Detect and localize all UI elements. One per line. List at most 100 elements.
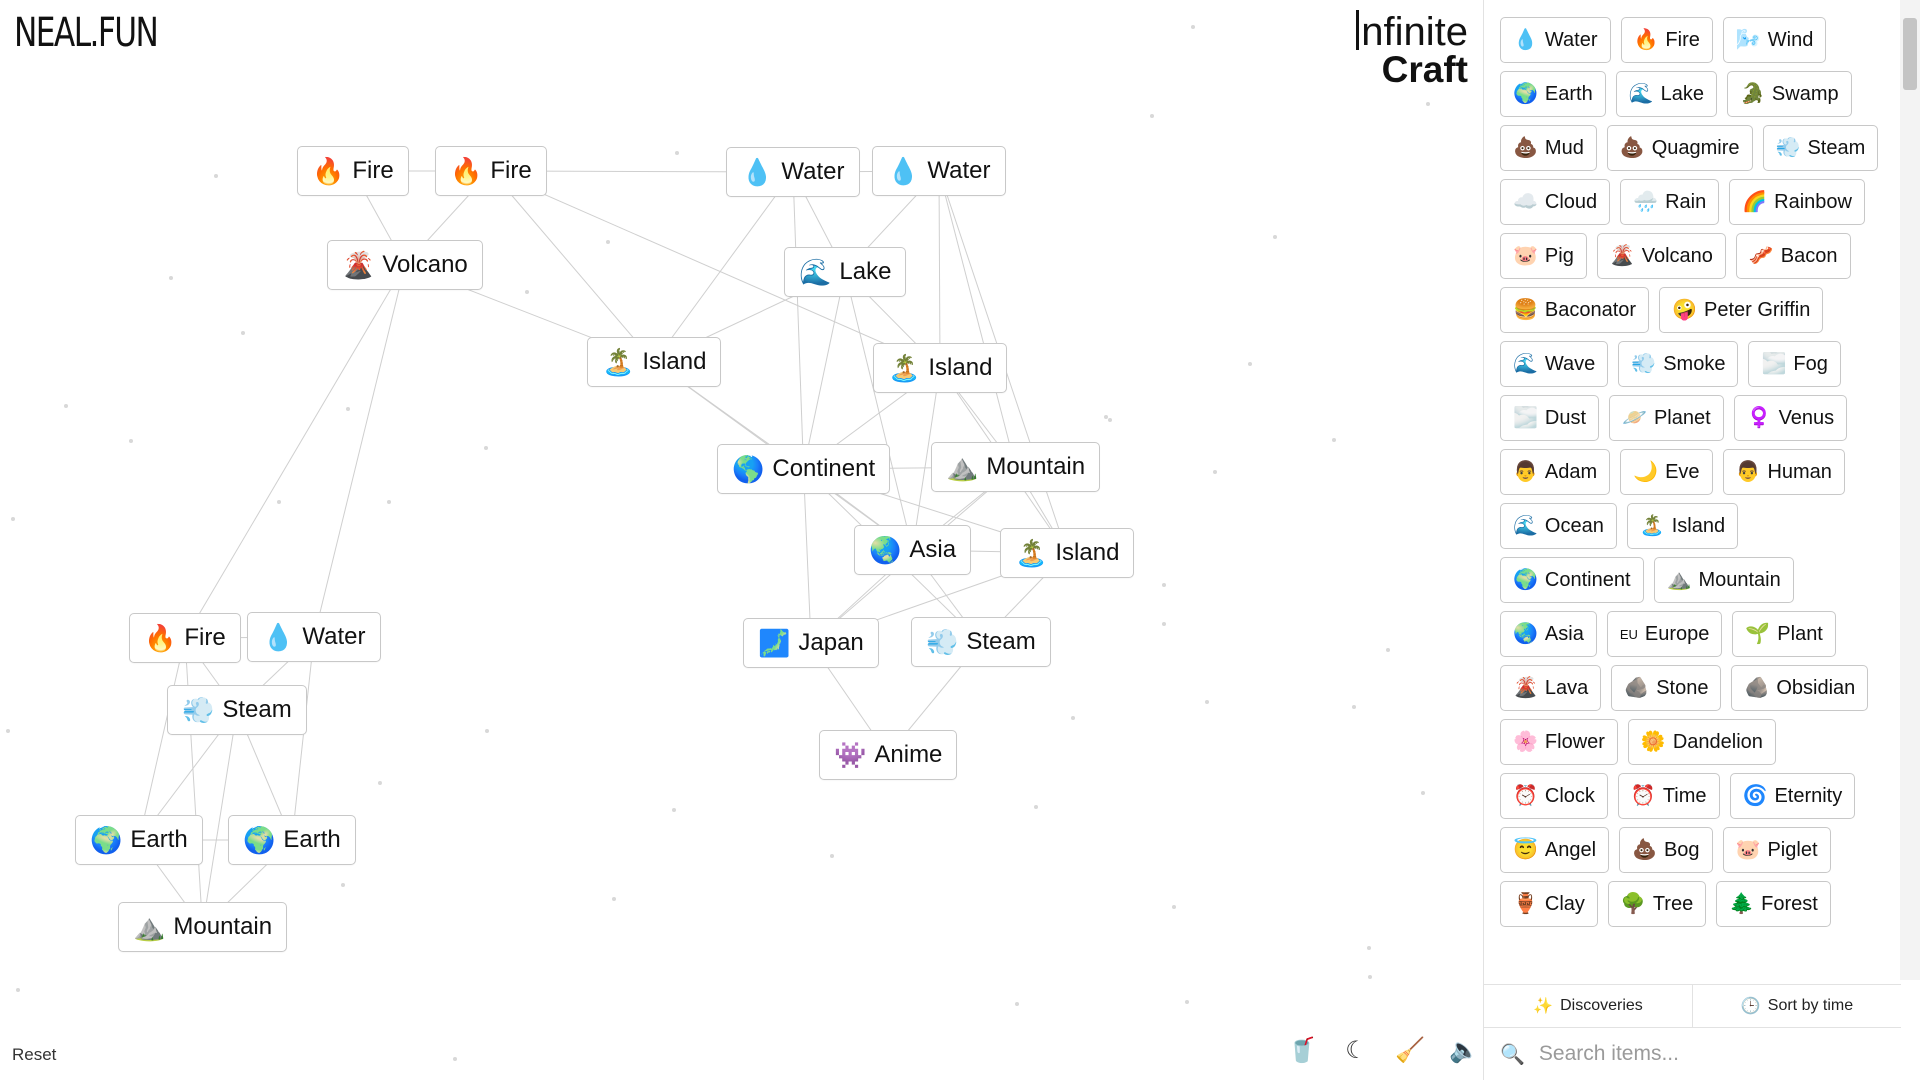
sidebar-item-time[interactable]: ⏰Time xyxy=(1617,773,1720,819)
sidebar-item-mountain[interactable]: ⛰️Mountain xyxy=(1653,557,1794,603)
sidebar-item-stone[interactable]: 🪨Stone xyxy=(1611,665,1722,711)
canvas-node-asia[interactable]: 🌏Asia xyxy=(854,525,972,575)
canvas-node-steam[interactable]: 💨Steam xyxy=(167,685,307,735)
search-input[interactable] xyxy=(1536,1041,1871,1067)
sidebar-item-piglet[interactable]: 🐷Piglet xyxy=(1722,827,1831,873)
canvas-node-island[interactable]: 🏝️Island xyxy=(873,343,1008,393)
canvas-node-water[interactable]: 💧Water xyxy=(726,147,860,197)
sidebar-item-water[interactable]: 💧Water xyxy=(1500,17,1611,63)
sidebar-item-flower[interactable]: 🌸Flower xyxy=(1500,719,1618,765)
sidebar-item-cloud[interactable]: ☁️Cloud xyxy=(1500,179,1611,225)
sidebar-item-swamp[interactable]: 🐊Swamp xyxy=(1727,71,1852,117)
scroll-thumb[interactable] xyxy=(1903,18,1917,90)
canvas-node-mountain[interactable]: ⛰️Mountain xyxy=(118,902,288,952)
item-label: Clay xyxy=(1544,892,1585,915)
speaker-icon[interactable]: 🔈 xyxy=(1449,1036,1479,1064)
sidebar-item-dandelion[interactable]: 🌼Dandelion xyxy=(1627,719,1776,765)
background-dot xyxy=(214,174,218,178)
sidebar-item-island[interactable]: 🏝️Island xyxy=(1626,503,1739,549)
sidebar-item-plant[interactable]: 🌱Plant xyxy=(1732,611,1836,657)
item-label: Volcano xyxy=(1641,244,1713,267)
discoveries-button[interactable]: ✨ Discoveries xyxy=(1484,985,1692,1027)
broom-icon[interactable]: 🧹 xyxy=(1395,1036,1425,1064)
element-icon: 🌫️ xyxy=(1761,353,1787,375)
sidebar-item-lava[interactable]: 🌋Lava xyxy=(1500,665,1602,711)
sidebar-item-tree[interactable]: 🌳Tree xyxy=(1607,881,1707,927)
sidebar-item-pig[interactable]: 🐷Pig xyxy=(1500,233,1587,279)
canvas-node-island[interactable]: 🏝️Island xyxy=(1000,528,1135,578)
element-icon: 🏺 xyxy=(1513,893,1538,915)
sidebar-item-dust[interactable]: 🌫️Dust xyxy=(1500,395,1600,441)
canvas-node-fire[interactable]: 🔥Fire xyxy=(435,146,547,196)
sidebar-item-adam[interactable]: 👨Adam xyxy=(1500,449,1611,495)
node-label: Earth xyxy=(283,826,341,853)
canvas-node-water[interactable]: 💧Water xyxy=(872,146,1006,196)
sidebar-item-quagmire[interactable]: 💩Quagmire xyxy=(1606,125,1753,171)
canvas-node-fire[interactable]: 🔥Fire xyxy=(129,613,241,663)
sidebar-item-ocean[interactable]: 🌊Ocean xyxy=(1500,503,1617,549)
sidebar-item-clock[interactable]: ⏰Clock xyxy=(1500,773,1608,819)
sidebar-item-human[interactable]: 👨Human xyxy=(1722,449,1845,495)
sidebar-item-bog[interactable]: 💩Bog xyxy=(1619,827,1713,873)
sidebar-item-fire[interactable]: 🔥Fire xyxy=(1620,17,1713,63)
sidebar-item-obsidian[interactable]: 🪨Obsidian xyxy=(1731,665,1869,711)
sidebar-item-volcano[interactable]: 🌋Volcano xyxy=(1596,233,1726,279)
canvas-node-earth[interactable]: 🌍Earth xyxy=(228,815,356,865)
connection-line xyxy=(184,264,406,639)
sidebar-item-clay[interactable]: 🏺 Clay xyxy=(1500,881,1598,927)
sidebar-item-forest[interactable]: 🌲Forest xyxy=(1716,881,1831,927)
sidebar-item-fog[interactable]: 🌫️Fog xyxy=(1748,341,1841,387)
sidebar-item-planet[interactable]: 🪐Planet xyxy=(1609,395,1724,441)
sidebar-item-asia[interactable]: 🌏Asia xyxy=(1500,611,1597,657)
item-label: Wind xyxy=(1767,28,1814,51)
sidebar-item-peter-griffin[interactable]: 🤪Peter Griffin xyxy=(1659,287,1824,333)
sidebar-item-bacon[interactable]: 🥓Bacon xyxy=(1735,233,1851,279)
sidebar-item-wind[interactable]: 🌬️Wind xyxy=(1722,17,1827,63)
sidebar-item-eternity[interactable]: 🌀Eternity xyxy=(1729,773,1856,819)
craft-canvas[interactable]: NEAL.FUN nfinite Craft 🔥Fire🔥Fire💧Water💧… xyxy=(0,0,1483,1080)
canvas-node-japan[interactable]: 🗾Japan xyxy=(743,618,879,668)
moon-icon[interactable]: ☾ xyxy=(1345,1036,1367,1064)
canvas-node-anime[interactable]: 👾Anime xyxy=(819,730,958,780)
item-label: Rainbow xyxy=(1774,190,1852,213)
item-label: Piglet xyxy=(1767,838,1818,861)
element-icon: 🌙 xyxy=(1633,461,1659,483)
item-label: Pig xyxy=(1544,244,1574,267)
canvas-node-island[interactable]: 🏝️Island xyxy=(587,337,722,387)
sidebar-item-smoke[interactable]: 💨Smoke xyxy=(1618,341,1739,387)
canvas-node-volcano[interactable]: 🌋Volcano xyxy=(327,240,483,290)
canvas-node-steam[interactable]: 💨Steam xyxy=(911,617,1051,667)
element-icon: 🐊 xyxy=(1740,83,1765,105)
canvas-node-earth[interactable]: 🌍Earth xyxy=(75,815,203,865)
sidebar-item-venus[interactable]: ♀️Venus xyxy=(1733,395,1848,441)
sidebar-item-continent[interactable]: 🌍Continent xyxy=(1500,557,1644,603)
sidebar-item-lake[interactable]: 🌊Lake xyxy=(1615,71,1717,117)
sidebar-item-angel[interactable]: 😇Angel xyxy=(1500,827,1610,873)
connection-line xyxy=(202,709,238,928)
scrollbar[interactable] xyxy=(1900,0,1920,980)
sort-by-time-button[interactable]: 🕒 Sort by time xyxy=(1692,985,1901,1027)
sidebar-item-baconator[interactable]: 🍔Baconator xyxy=(1500,287,1650,333)
sidebar-item-steam[interactable]: 💨Steam xyxy=(1762,125,1879,171)
canvas-node-continent[interactable]: 🌎Continent xyxy=(717,444,891,494)
canvas-node-mountain[interactable]: ⛰️Mountain xyxy=(931,442,1101,492)
sidebar-item-rainbow[interactable]: 🌈Rainbow xyxy=(1729,179,1865,225)
connection-line xyxy=(938,170,1016,468)
canvas-node-fire[interactable]: 🔥Fire xyxy=(297,146,409,196)
neal-fun-logo[interactable]: NEAL.FUN xyxy=(14,10,159,56)
item-label: Baconator xyxy=(1544,298,1637,321)
sidebar-item-eve[interactable]: 🌙Eve xyxy=(1620,449,1713,495)
background-dot xyxy=(453,1057,457,1061)
sidebar-item-wave[interactable]: 🌊Wave xyxy=(1500,341,1609,387)
canvas-node-lake[interactable]: 🌊Lake xyxy=(784,247,907,297)
sidebar-item-rain[interactable]: 🌧️Rain xyxy=(1620,179,1720,225)
reset-button[interactable]: Reset xyxy=(12,1045,57,1064)
sidebar-item-earth[interactable]: 🌍Earth xyxy=(1500,71,1606,117)
background-dot xyxy=(612,897,616,901)
canvas-node-water[interactable]: 💧Water xyxy=(247,612,381,662)
sidebar-item-mud[interactable]: 💩Mud xyxy=(1500,125,1597,171)
background-dot xyxy=(1386,648,1390,652)
node-label: Steam xyxy=(222,696,292,723)
cup-icon[interactable]: 🥤 xyxy=(1287,1036,1317,1064)
